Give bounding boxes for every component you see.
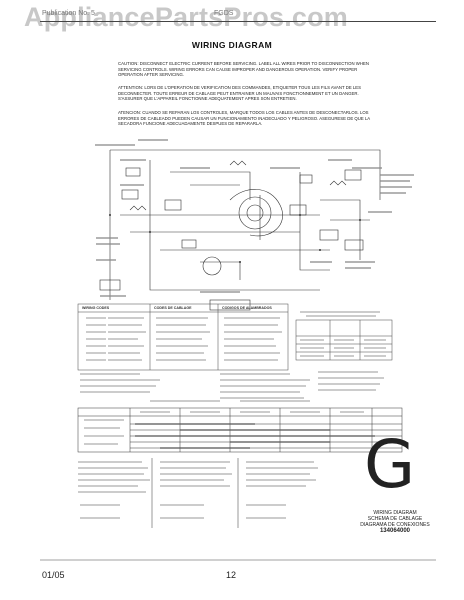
footer-date: 01/05 [42, 570, 65, 580]
header-rule [40, 21, 436, 22]
caption-line-es: DIAGRAMA DE CONEXIONES [360, 522, 430, 528]
watermark: AppliancePartsPros.com [24, 2, 349, 32]
diagram-caption: WIRING DIAGRAM SCHEMA DE CABLAGE DIAGRAM… [360, 510, 430, 534]
diagram-letter-mark: G [364, 426, 416, 503]
part-number: 134064000 [379, 528, 411, 534]
legend-header-en: WIRING CODES [82, 306, 110, 310]
legend-header-es: CODIGOS DE ALAMBRADOS [222, 306, 272, 310]
publication-label: Publication No. 5 [42, 10, 95, 17]
caption-line-fr: SCHEMA DE CABLAGE [367, 516, 423, 522]
warning-spanish: ATENCION: CUANDO SE REPARAN LOS CONTROLE… [118, 110, 370, 127]
caption-line-en: WIRING DIAGRAM [373, 510, 417, 516]
model-label: FGDS [214, 10, 234, 17]
warning-english: CAUTION: DISCONNECT ELECTRIC CURRENT BEF… [118, 61, 369, 78]
legend-header-fr: CODES DE CABLAGE [154, 306, 192, 310]
footer-page-number: 12 [226, 570, 237, 580]
warning-french: ATTENTION: LORS DE L'OPERATION DE VERIFI… [118, 85, 362, 102]
page-title: WIRING DIAGRAM [191, 40, 273, 50]
